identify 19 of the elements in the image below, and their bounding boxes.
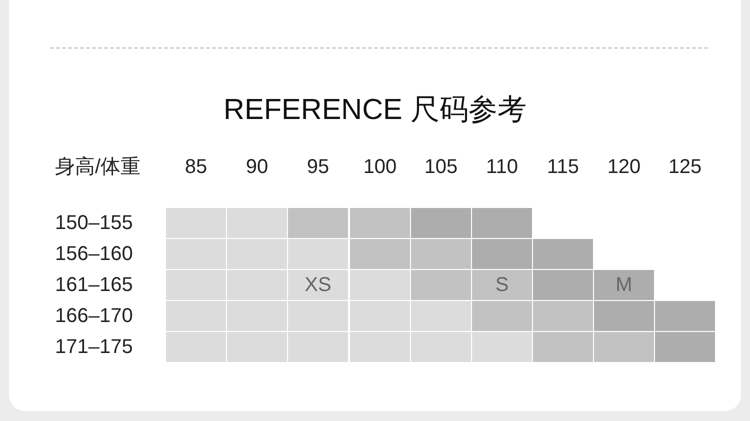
size-label: XS xyxy=(304,273,332,297)
weight-header: 95 xyxy=(306,155,330,179)
weight-header: 90 xyxy=(246,155,268,179)
chart-title: REFERENCE 尺码参考 xyxy=(222,93,528,128)
weight-header: 100 xyxy=(363,155,397,179)
weight-header: 85 xyxy=(184,155,208,179)
size-label: M xyxy=(616,273,632,297)
weight-header: 115 xyxy=(547,155,579,179)
weight-header: 120 xyxy=(607,155,641,179)
height-label: 161–165 xyxy=(55,273,133,297)
height-label: 150–155 xyxy=(55,211,133,235)
column-header: 身高/体重 xyxy=(55,155,141,179)
weight-header: 110 xyxy=(486,155,518,179)
height-label: 156–160 xyxy=(55,242,133,266)
weight-header: 105 xyxy=(424,155,458,179)
height-label: 166–170 xyxy=(55,304,133,328)
height-label: 171–175 xyxy=(55,335,133,359)
weight-header: 125 xyxy=(668,155,702,179)
size-label: S xyxy=(495,273,509,297)
